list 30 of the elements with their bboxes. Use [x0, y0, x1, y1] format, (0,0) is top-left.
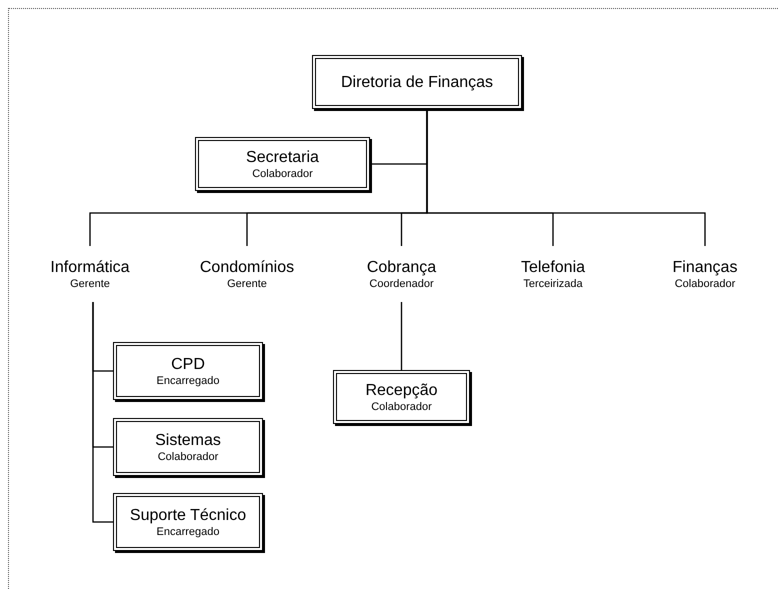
connector-line [426, 109, 706, 246]
org-box [113, 418, 263, 476]
role-label: Colaborador [158, 450, 218, 464]
role-label: Colaborador [371, 400, 432, 414]
role-label: Encarregado [156, 524, 220, 538]
unit-name: Secretaria [246, 148, 319, 166]
connector-line [92, 302, 113, 523]
unit-name: Diretoria de Finanças [340, 72, 494, 92]
org-box [195, 137, 370, 191]
unit-name: Cobrança [366, 258, 436, 276]
connector-line [400, 302, 402, 370]
unit-name: Finanças [672, 258, 738, 276]
role-label: Gerente [227, 276, 267, 290]
role-label: Colaborador [674, 276, 736, 290]
role-label: Gerente [70, 276, 110, 290]
unit-name: Suporte Técnico [130, 506, 246, 524]
role-label: Terceirizada [523, 276, 583, 290]
unit-name: Informática [50, 258, 130, 276]
unit-name: Recepção [365, 380, 438, 400]
unit-name: Condomínios [200, 258, 294, 276]
org-box [113, 493, 263, 551]
org-box [312, 55, 522, 109]
role-label: Coordenador [369, 276, 434, 290]
role-label: Encarregado [156, 374, 220, 388]
org-box [113, 342, 263, 400]
unit-name: Telefonia [520, 258, 586, 276]
org-box [333, 370, 470, 424]
unit-name: Sistemas [155, 430, 221, 450]
role-label: Colaborador [252, 166, 313, 180]
unit-name: CPD [171, 354, 205, 374]
